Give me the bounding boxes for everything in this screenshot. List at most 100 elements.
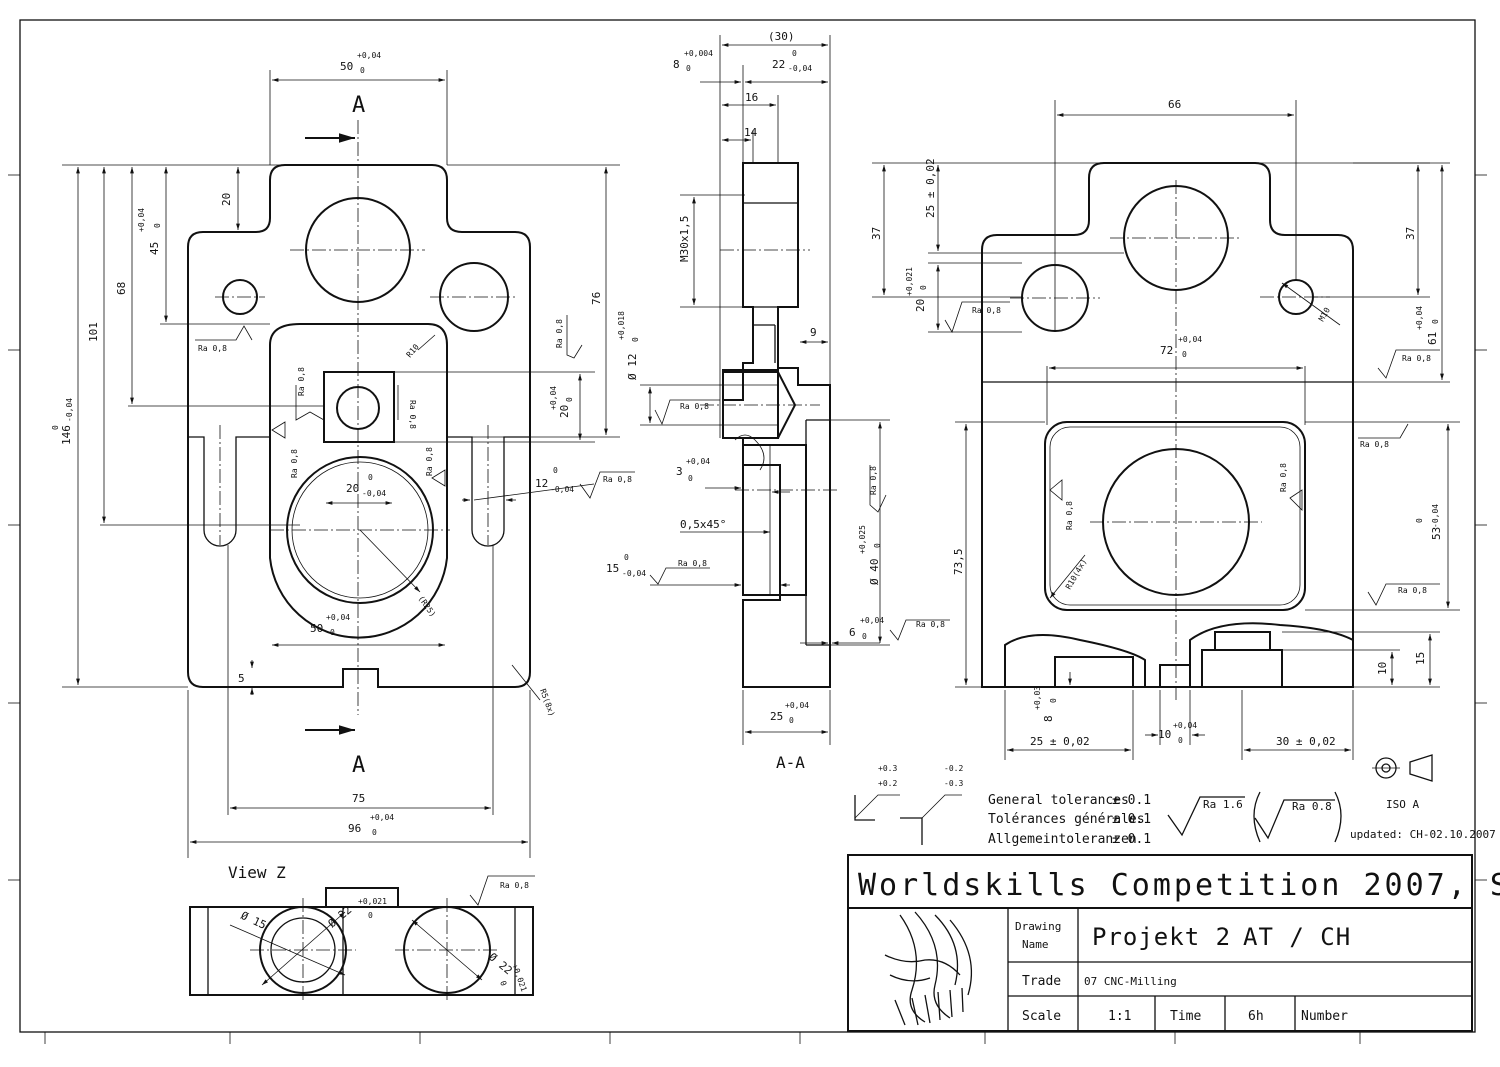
- dim-back-10-right: 10: [1376, 662, 1389, 675]
- tol: +0,04: [686, 457, 710, 466]
- ra-text: Ra 0,8: [916, 620, 945, 629]
- tol: 0: [553, 466, 558, 475]
- front-pocket: [269, 323, 448, 639]
- tol: 0: [565, 397, 574, 402]
- dim-front-r10: R10: [405, 342, 421, 359]
- front-square-pocket: [323, 371, 395, 443]
- time-label: Time: [1170, 1009, 1201, 1024]
- ra-text: Ra 0,8: [290, 449, 299, 478]
- ra-text: Ra 0,8: [297, 367, 306, 396]
- dim-section-dia12: Ø 12: [626, 354, 639, 381]
- tol: -0,04: [622, 569, 646, 578]
- tol: -0,04: [65, 398, 74, 422]
- tol: +0,04: [137, 208, 146, 232]
- dim-back-30: 30 ± 0,02: [1276, 735, 1336, 748]
- roughness-back-4: Ra 0,8: [1367, 583, 1440, 606]
- ra-text: Ra 0,8: [198, 344, 227, 353]
- dim-back-61: 61: [1426, 332, 1439, 345]
- roughness-front-4: Ra 0,8: [555, 315, 583, 359]
- front-slot-right: [447, 436, 530, 547]
- dim-front-20-pocket: 20 +0,04 0: [549, 386, 574, 418]
- back-view: 66 37 25 ± 0,02 20 +0,021 0 Ra 0,8 37 M1…: [870, 98, 1460, 760]
- tol: -0,04: [1431, 504, 1440, 528]
- dim-front-50-lower: 50: [310, 622, 323, 635]
- tol: +0,04: [1173, 721, 1197, 730]
- tol: 0: [360, 66, 365, 75]
- tol: +0,04: [370, 813, 394, 822]
- dim-section-22: 22: [772, 58, 785, 71]
- tol: +0,018: [617, 311, 626, 340]
- dim-viewz-dia15: Ø 15: [239, 909, 269, 932]
- section-hatched-body: [722, 162, 831, 688]
- ra-text: Ra 0,8: [972, 306, 1001, 315]
- dim-front-50: 50: [340, 60, 353, 73]
- roughness-front-5: Ra 0,8: [271, 421, 299, 478]
- dim-section-chamfer: 0,5x45°: [680, 518, 726, 531]
- tol: +0,04: [860, 616, 884, 625]
- project-name: Projekt 2: [1092, 923, 1231, 951]
- dim-section-6: 6: [849, 626, 856, 639]
- tol: 0: [372, 828, 377, 837]
- ra-text: Ra 0,8: [869, 466, 878, 495]
- back-outline: [981, 162, 1354, 688]
- dim-back-15-right: 15: [1414, 652, 1427, 665]
- time-value: 6h: [1248, 1009, 1264, 1024]
- tol: 0: [873, 543, 882, 548]
- ra-text: Ra 0,8: [555, 319, 564, 348]
- tol: +0,04: [1178, 335, 1202, 344]
- front-slot-left: [188, 436, 270, 547]
- tol: 0: [688, 474, 693, 483]
- section-label: A-A: [776, 753, 805, 772]
- tol: +0,025: [858, 525, 867, 554]
- dim-back-r10: R10(4x): [1064, 557, 1089, 591]
- dim-back-66: 66: [1168, 98, 1181, 111]
- tol: -0,04: [788, 64, 812, 73]
- dim-back-37-left: 37: [870, 227, 883, 240]
- view-z-label: View Z: [228, 863, 286, 882]
- ra-text: Ra 0,8: [1065, 501, 1074, 530]
- tol: 0: [686, 64, 691, 73]
- tol: 0: [1049, 698, 1058, 703]
- tol: +0,03: [1033, 686, 1042, 710]
- fit-text: -0.3: [944, 779, 963, 788]
- tol-value: ± 0.1: [1112, 832, 1151, 847]
- roughness-front-3: Ra 0,8: [397, 385, 417, 429]
- ra-text: Ra 0.8: [1292, 800, 1332, 813]
- trade-label: Trade: [1022, 974, 1061, 989]
- ra-text: Ra 0,8: [1402, 354, 1431, 363]
- fit-text: +0.2: [878, 779, 897, 788]
- tol: -0,04: [550, 485, 574, 494]
- roughness-section-2: Ra 0,8: [649, 559, 710, 585]
- tol: -0,04: [362, 489, 386, 498]
- dim-front-20-top: 20: [220, 193, 233, 206]
- tol: +0,04: [326, 613, 350, 622]
- ra-text: Ra 0,8: [1398, 586, 1427, 595]
- ra-text: Ra 0,8: [408, 400, 417, 429]
- tol: 0: [862, 632, 867, 641]
- dim-front-r5: R5(8x): [538, 688, 556, 718]
- drawing-name-label-1: Drawing: [1015, 920, 1061, 933]
- tol-note-fr: Tolérances générales: [988, 812, 1145, 827]
- roughness-back-3: Ra 0,8: [1358, 423, 1409, 449]
- tol: 0: [919, 285, 928, 290]
- dim-front-20-bore: 20: [346, 482, 359, 495]
- dim-front-101: 101: [87, 322, 100, 342]
- dim-text: 20: [558, 405, 571, 418]
- fit-symbol-b: -0.2 -0.3: [900, 764, 963, 845]
- tol-value: ± 0.1: [1112, 812, 1151, 827]
- front-view: A A 50 +0,04 0 146 0 -0,04 101 68 45 +0,…: [51, 51, 635, 858]
- tol: 0: [1431, 319, 1440, 324]
- dim-section-30: (30): [768, 30, 795, 43]
- tol: 0: [789, 716, 794, 725]
- tol: +0,021: [510, 963, 528, 993]
- tol: 0: [368, 473, 373, 482]
- roughness-back-1: Ra 0,8: [944, 301, 1010, 333]
- dim-section-16: 16: [745, 91, 758, 104]
- updated-note: updated: CH-02.10.2007: [1350, 828, 1496, 841]
- tol: +0,021: [905, 267, 914, 296]
- roughness-back-5: Ra 0,8: [1049, 479, 1074, 530]
- project-code: AT / CH: [1243, 923, 1351, 951]
- roughness-back-2: Ra 0,8: [1377, 349, 1440, 379]
